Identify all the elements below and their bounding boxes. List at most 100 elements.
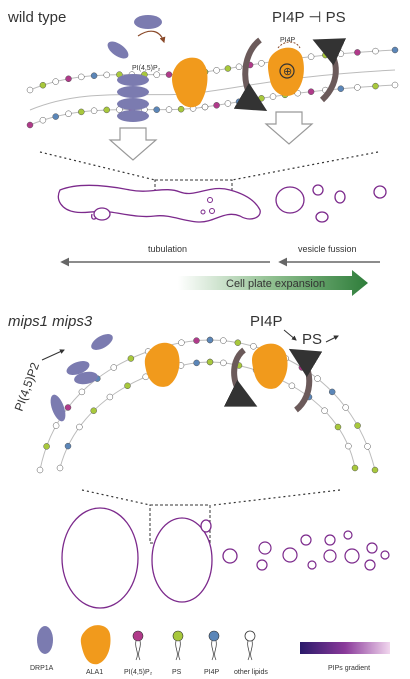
lipid-head (90, 107, 98, 114)
drp1a-free-protein (134, 15, 162, 29)
lipid-head (90, 72, 98, 79)
legend-label-pips-gradient: PIPs gradient (328, 665, 370, 672)
drp1a-free-proteins-mutant (50, 334, 113, 422)
lipid-head (372, 82, 379, 90)
ala1-flippase-mutant-1 (144, 342, 180, 387)
ala1-icon (80, 625, 111, 665)
legend: DRP1A ALA1 PI(4,5)P₂ PS PI4P other lipid… (30, 625, 390, 676)
vesicle-fusion-label: vesicle fussion (298, 244, 357, 254)
ps-lipid-icon (172, 630, 184, 642)
inhibition-sign: ⊕ (283, 66, 292, 78)
zoom-line-right (231, 151, 379, 181)
lipid-head (307, 53, 315, 60)
lipid-head (64, 442, 72, 450)
pi45p2-arrow (41, 349, 65, 361)
lipid-head (288, 382, 296, 390)
lipid-head (354, 84, 361, 91)
lipid-head (354, 422, 361, 429)
lipid-head (371, 466, 379, 474)
legend-label-ala1: ALA1 (86, 669, 103, 676)
lipid-head (76, 423, 83, 431)
lipid-head (234, 339, 242, 346)
lipid-head (193, 359, 200, 367)
mutant-title: mips1 mips3 (8, 313, 93, 330)
lipid-head (328, 388, 336, 396)
lipid-head (372, 47, 379, 55)
regulation-label: PI4P ⊣ PS (272, 9, 346, 26)
lipid-head (345, 442, 352, 450)
free-vesicles (275, 184, 387, 223)
lipid-head (220, 359, 227, 367)
legend-label-pi4p: PI4P (204, 669, 220, 676)
lipid-head (124, 382, 131, 390)
drp1a-binding-protein (107, 41, 129, 59)
lipid-head (354, 49, 361, 56)
pi45p2-lipid-icon (132, 630, 144, 642)
down-arrow-right (264, 111, 314, 145)
mutant-rotation-arrow-right (288, 348, 323, 413)
ps-up-arrow (325, 335, 339, 343)
ala1-flippase-1 (172, 57, 208, 108)
mutant-membrane (39, 339, 376, 471)
lipid-head (52, 113, 59, 120)
flip-rotation-arrow-left (233, 37, 268, 112)
legend-label-ps: PS (172, 669, 182, 676)
lipid-head (258, 60, 265, 67)
legend-label-other-lipids: other lipids (234, 669, 268, 676)
lipid-head (258, 95, 265, 102)
lipid-head (220, 337, 227, 344)
pi4p-lipid-icon (208, 630, 220, 642)
pips-gradient-bar (300, 642, 390, 654)
lipid-head (321, 407, 328, 414)
lipid-head (36, 466, 44, 474)
ps-bottom-label: PS (302, 331, 322, 348)
wild-type-title: wild type (7, 9, 66, 26)
tubulation-label: tubulation (148, 244, 187, 254)
lipid-head (213, 102, 220, 109)
lipid-head (103, 71, 110, 79)
lipid-head (213, 67, 220, 74)
inhibition-icon (279, 63, 295, 79)
lipid-head (106, 393, 114, 401)
lipid-head (193, 337, 200, 344)
lipid-head (78, 388, 86, 396)
pi4p-top-label: PI4P (280, 37, 296, 44)
lipid-head (334, 423, 342, 431)
cell-plate-expansion-label: Cell plate expansion (226, 278, 325, 290)
pi45p2-bottom-label: PI(4,5)P2 (12, 360, 43, 413)
wild-type-lipid-heads-inner (26, 81, 399, 129)
lipid-head (153, 106, 160, 113)
lipid-head (56, 464, 64, 472)
tubular-network (57, 184, 261, 223)
lipid-head (314, 375, 321, 382)
lipid-head (201, 103, 209, 111)
lipid-head (337, 85, 345, 92)
lipid-head (78, 108, 85, 116)
lipid-head (235, 63, 243, 71)
lipid-head (52, 422, 60, 429)
mutant-zoom-line-left (81, 489, 151, 506)
mutant-small-vesicles (256, 530, 390, 571)
drp1a-icon (37, 626, 53, 654)
mutant-zoom-line-right (213, 489, 341, 506)
lipid-head (153, 71, 160, 78)
lipid-head (307, 88, 315, 95)
lipid-head (224, 65, 232, 72)
lipid-head (103, 106, 110, 114)
lipid-head (26, 86, 34, 94)
lipid-head (65, 75, 72, 83)
lipid-head (127, 355, 135, 362)
down-arrow-left (108, 127, 158, 161)
lipid-head (391, 81, 399, 89)
drp1a-ring (117, 74, 149, 122)
lipid-head (78, 73, 85, 81)
ala1-flippase-mutant-2 (252, 343, 288, 389)
lipid-head (43, 443, 50, 450)
lipid-head (165, 71, 173, 78)
lipid-head (342, 404, 349, 411)
pi45p2-top-label: PI(4,5)P₂ (132, 65, 161, 72)
lipid-head (224, 100, 232, 107)
drp1a-binding-arrow (137, 30, 166, 44)
lipid-head (90, 407, 97, 414)
